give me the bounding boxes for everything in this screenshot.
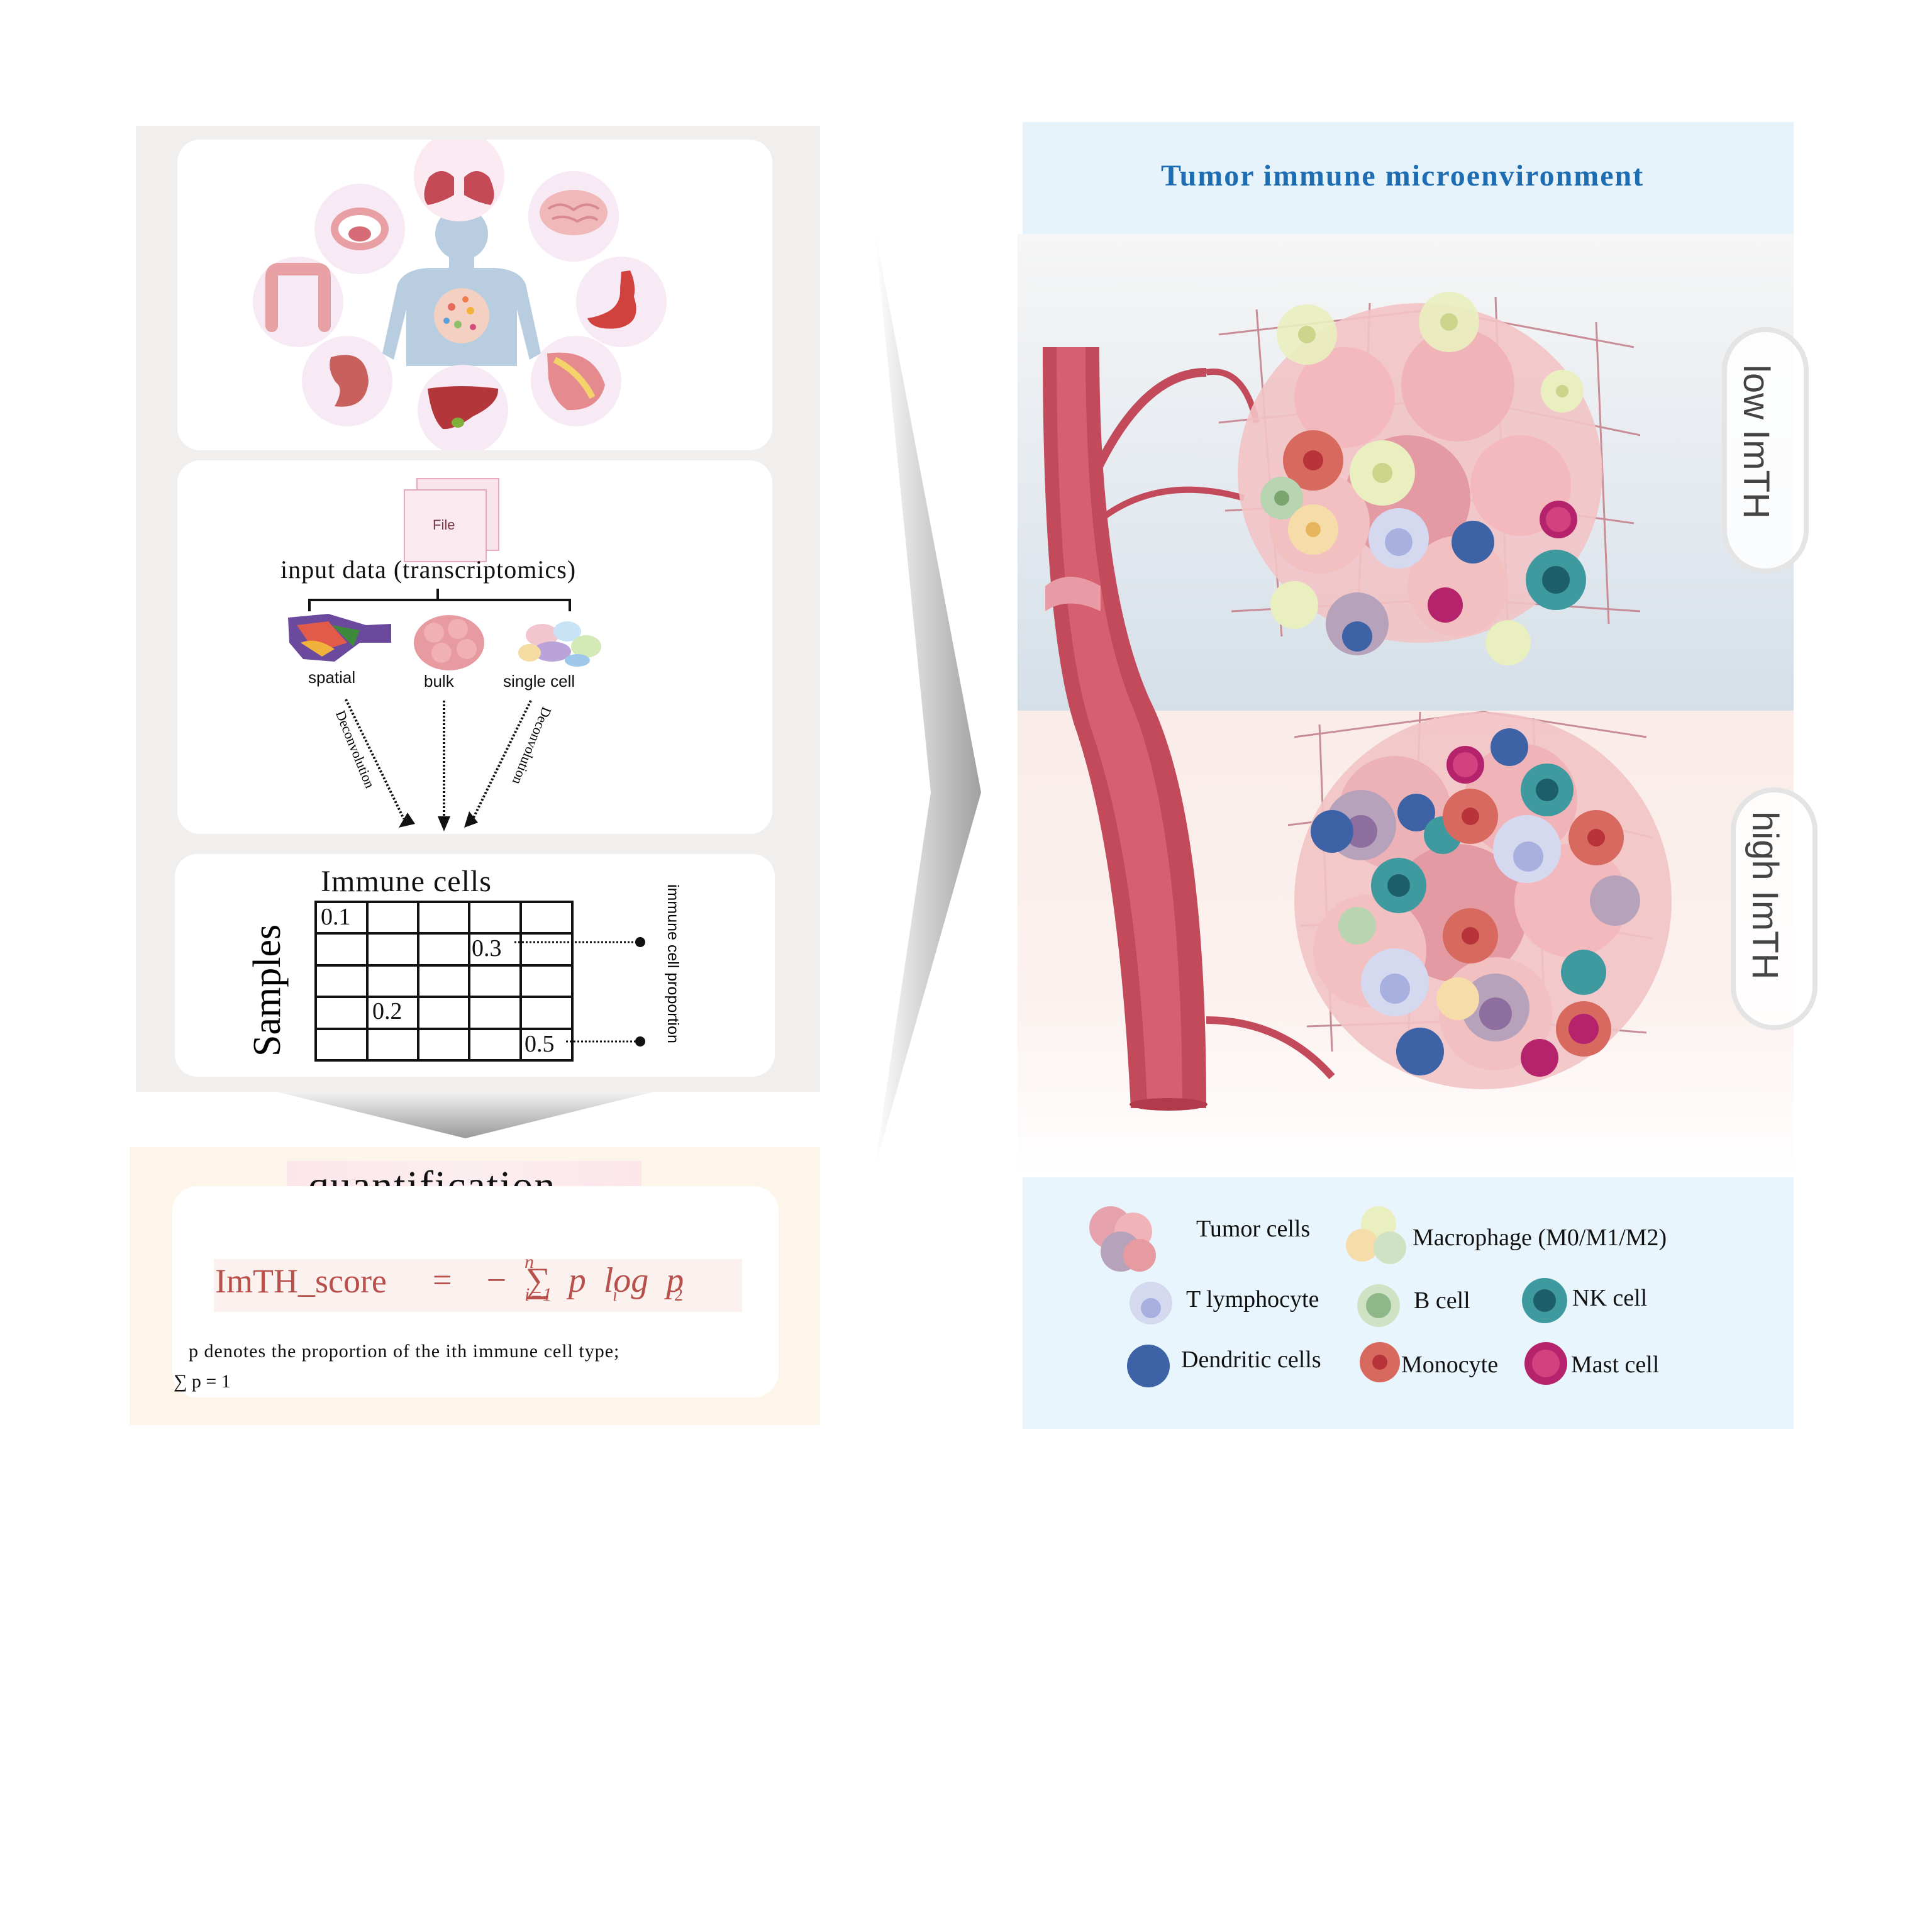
legend-label: Dendritic cells xyxy=(1181,1346,1321,1373)
dendritic-cells-legend-icon xyxy=(1127,1345,1170,1387)
t-lymphocyte-legend-icon xyxy=(1130,1282,1172,1324)
monocyte-legend-icon xyxy=(1360,1342,1400,1382)
formula-rhs: − ∑ p log p xyxy=(484,1261,684,1300)
legend-label: Mast cell xyxy=(1571,1352,1660,1378)
mast-cell-legend-icon xyxy=(1524,1342,1567,1385)
tme-illustration xyxy=(1043,292,1672,1111)
matrix-value: 0.2 xyxy=(372,998,402,1024)
matrix-value: 0.3 xyxy=(472,935,502,962)
low-imth-label: low ImTH xyxy=(1736,365,1777,519)
formula-sub-i: i xyxy=(613,1285,618,1305)
liver-icon xyxy=(418,365,508,455)
input-diagram xyxy=(288,589,601,831)
formula-lhs: ImTH_score xyxy=(215,1262,387,1300)
matrix-card: Immune cells Samples 0.1 0.3 0.2 0.5 imm… xyxy=(175,854,775,1077)
body-icon xyxy=(382,208,541,366)
lungs-icon xyxy=(414,131,504,221)
stomach-icon xyxy=(576,257,667,347)
single-cell-icon xyxy=(518,621,601,667)
bulk-tissue-icon xyxy=(414,615,484,670)
formula-note-line1: p denotes the proportion of the ith immu… xyxy=(189,1341,620,1362)
legend-label: Tumor cells xyxy=(1196,1216,1311,1242)
source-bulk: bulk xyxy=(424,672,454,691)
brain-icon xyxy=(528,171,619,262)
legend-label: Monocyte xyxy=(1401,1352,1499,1378)
formula-sub-2: 2 xyxy=(674,1285,683,1305)
legend-icons xyxy=(1089,1206,1567,1387)
nk-cell-legend-icon xyxy=(1522,1278,1567,1323)
formula-note-line2: ∑ p = 1 xyxy=(174,1371,231,1392)
source-single-cell: single cell xyxy=(503,672,575,691)
matrix-grid xyxy=(314,901,645,1062)
immune-cell-proportion-label: immune cell proportion xyxy=(664,884,682,1043)
file-label: File xyxy=(433,517,455,533)
right-title-bar xyxy=(1023,122,1794,234)
input-title: input data (transcriptomics) xyxy=(280,555,577,584)
mouth-icon xyxy=(314,184,405,274)
spatial-tissue-icon xyxy=(288,614,391,662)
legend-label: NK cell xyxy=(1572,1285,1648,1311)
formula-sum-top: n xyxy=(525,1252,534,1272)
organs-illustration xyxy=(253,131,667,455)
source-spatial: spatial xyxy=(308,668,356,687)
legend-label: Macrophage (M0/M1/M2) xyxy=(1413,1224,1667,1251)
organs-card xyxy=(177,131,772,455)
file-icon: File xyxy=(404,478,499,562)
kidney-icon xyxy=(302,336,392,426)
tumor-cells-legend-icon xyxy=(1089,1206,1156,1272)
low-imth-pill xyxy=(1722,327,1809,574)
formula-equals: = xyxy=(433,1261,452,1299)
blood-vessel xyxy=(1043,347,1335,1111)
input-card: File input data (transcriptomics) xyxy=(177,460,772,834)
high-imth-tumor-cluster xyxy=(1287,711,1672,1089)
low-imth-tumor-cluster xyxy=(1218,292,1641,665)
high-imth-pill xyxy=(1731,787,1818,1030)
high-imth-label: high ImTH xyxy=(1745,811,1785,980)
funnel-arrow xyxy=(277,1092,654,1138)
legend-label: B cell xyxy=(1414,1287,1470,1314)
matrix-value: 0.5 xyxy=(525,1031,555,1057)
tme-title: Tumor immune microenvironment xyxy=(1161,159,1645,192)
macrophage-legend-icon xyxy=(1346,1206,1406,1264)
legend-label: T lymphocyte xyxy=(1186,1286,1319,1313)
breast-icon xyxy=(531,336,621,426)
formula-sum-bottom: i=1 xyxy=(525,1284,552,1305)
matrix-x-title: Immune cells xyxy=(321,865,492,898)
formula-bg xyxy=(214,1259,742,1312)
b-cell-legend-icon xyxy=(1357,1284,1400,1327)
colon-icon xyxy=(253,257,343,347)
matrix-value: 0.1 xyxy=(321,904,351,930)
big-chevron-arrow xyxy=(874,226,981,1170)
